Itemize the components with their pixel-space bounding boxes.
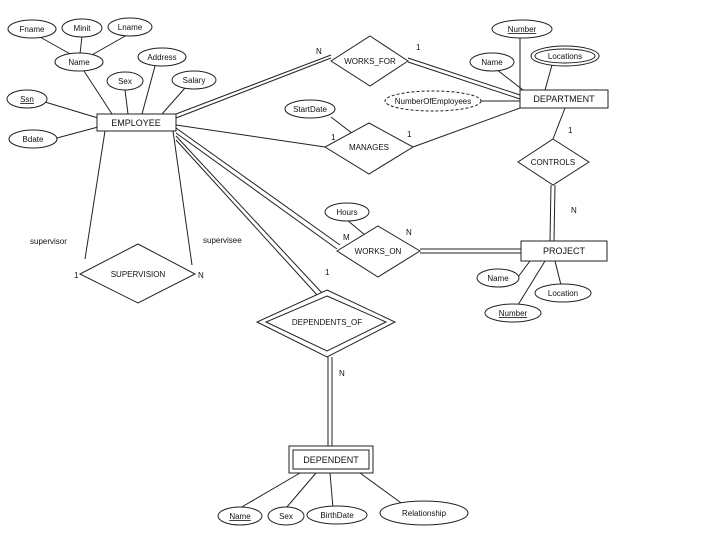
role-supervisee: supervisee bbox=[203, 236, 242, 245]
svg-text:Name: Name bbox=[481, 58, 503, 67]
attribute-lname: Lname bbox=[107, 17, 153, 37]
svg-text:Lname: Lname bbox=[118, 23, 143, 32]
attribute-dept-number: Number bbox=[491, 19, 553, 39]
attribute-start-date: StartDate bbox=[284, 99, 336, 119]
svg-text:StartDate: StartDate bbox=[293, 105, 327, 114]
svg-text:WORKS_ON: WORKS_ON bbox=[355, 247, 402, 256]
entity-dependent-weak: DEPENDENT bbox=[288, 445, 374, 474]
svg-text:Ssn: Ssn bbox=[20, 95, 34, 104]
attribute-dept-name: Name bbox=[469, 52, 515, 72]
svg-text:NumberOfEmployees: NumberOfEmployees bbox=[395, 97, 471, 106]
connector-lines bbox=[39, 34, 566, 509]
attribute-bdate: Bdate bbox=[8, 129, 58, 149]
attribute-emp-name: Name bbox=[54, 52, 104, 72]
cardinality-controls-proj: N bbox=[571, 206, 577, 215]
attribute-birth-date: BirthDate bbox=[306, 505, 368, 525]
svg-text:WORKS_FOR: WORKS_FOR bbox=[344, 57, 396, 66]
svg-text:Fname: Fname bbox=[20, 25, 45, 34]
svg-text:EMPLOYEE: EMPLOYEE bbox=[111, 118, 161, 128]
svg-text:Sex: Sex bbox=[279, 512, 293, 521]
svg-text:MANAGES: MANAGES bbox=[349, 143, 389, 152]
attribute-proj-number: Number bbox=[484, 303, 542, 323]
relationship-works-for: WORKS_FOR bbox=[330, 35, 409, 87]
attribute-fname: Fname bbox=[7, 19, 57, 39]
cardinality-works-on-proj: N bbox=[406, 228, 412, 237]
svg-text:Bdate: Bdate bbox=[23, 135, 44, 144]
svg-text:SUPERVISION: SUPERVISION bbox=[111, 270, 166, 279]
svg-text:BirthDate: BirthDate bbox=[320, 511, 354, 520]
svg-text:Name: Name bbox=[487, 274, 509, 283]
svg-text:Number: Number bbox=[508, 25, 537, 34]
cardinality-works-for-dept: 1 bbox=[416, 43, 421, 52]
relationship-works-on: WORKS_ON bbox=[336, 225, 421, 278]
svg-text:Hours: Hours bbox=[336, 208, 357, 217]
attribute-proj-location: Location bbox=[534, 283, 592, 303]
svg-text:Relationship: Relationship bbox=[402, 509, 447, 518]
relationship-supervision: SUPERVISION bbox=[78, 243, 197, 304]
cardinality-manages-dept: 1 bbox=[407, 130, 412, 139]
attribute-locations-multivalued: Locations bbox=[530, 45, 600, 67]
svg-text:DEPENDENT: DEPENDENT bbox=[303, 455, 359, 465]
attribute-proj-name: Name bbox=[476, 268, 520, 288]
attribute-relationship: Relationship bbox=[379, 500, 469, 526]
cardinality-supervision-supervisee: N bbox=[198, 271, 204, 280]
attribute-sex: Sex bbox=[106, 71, 144, 91]
cardinality-manages-emp: 1 bbox=[331, 133, 336, 142]
svg-text:DEPARTMENT: DEPARTMENT bbox=[533, 94, 595, 104]
relationship-manages: MANAGES bbox=[324, 122, 414, 175]
cardinality-works-for-emp: N bbox=[316, 47, 322, 56]
cardinality-dependents-of-dep: N bbox=[339, 369, 345, 378]
svg-text:Number: Number bbox=[499, 309, 528, 318]
attribute-hours: Hours bbox=[324, 202, 370, 222]
svg-text:Sex: Sex bbox=[118, 77, 132, 86]
svg-text:Name: Name bbox=[68, 58, 90, 67]
cardinality-dependents-of-emp: 1 bbox=[325, 268, 330, 277]
svg-text:PROJECT: PROJECT bbox=[543, 246, 586, 256]
svg-text:Locations: Locations bbox=[548, 52, 582, 61]
svg-text:CONTROLS: CONTROLS bbox=[531, 158, 575, 167]
cardinality-works-on-emp: M bbox=[343, 233, 350, 242]
svg-text:Name: Name bbox=[229, 512, 251, 521]
cardinality-supervision-supervisor: 1 bbox=[74, 271, 79, 280]
svg-text:Minit: Minit bbox=[74, 24, 92, 33]
attribute-minit: Minit bbox=[61, 18, 103, 38]
entity-employee: EMPLOYEE bbox=[96, 113, 177, 132]
attribute-number-of-employees-derived: NumberOfEmployees bbox=[384, 90, 482, 112]
attribute-address: Address bbox=[137, 47, 187, 67]
svg-text:Salary: Salary bbox=[183, 76, 206, 85]
entity-department: DEPARTMENT bbox=[519, 89, 609, 109]
relationship-controls: CONTROLS bbox=[517, 138, 590, 186]
relationship-dependents-of-identifying: DEPENDENTS_OF bbox=[255, 289, 397, 358]
role-supervisor: supervisor bbox=[30, 237, 67, 246]
entity-project: PROJECT bbox=[520, 240, 608, 262]
attribute-dep-name: Name bbox=[217, 506, 263, 526]
svg-text:Address: Address bbox=[147, 53, 176, 62]
svg-text:Location: Location bbox=[548, 289, 578, 298]
svg-text:DEPENDENTS_OF: DEPENDENTS_OF bbox=[292, 318, 362, 327]
cardinality-controls-dept: 1 bbox=[568, 126, 573, 135]
attribute-dep-sex: Sex bbox=[267, 506, 305, 526]
attribute-ssn: Ssn bbox=[6, 89, 48, 109]
attribute-salary: Salary bbox=[171, 70, 217, 90]
